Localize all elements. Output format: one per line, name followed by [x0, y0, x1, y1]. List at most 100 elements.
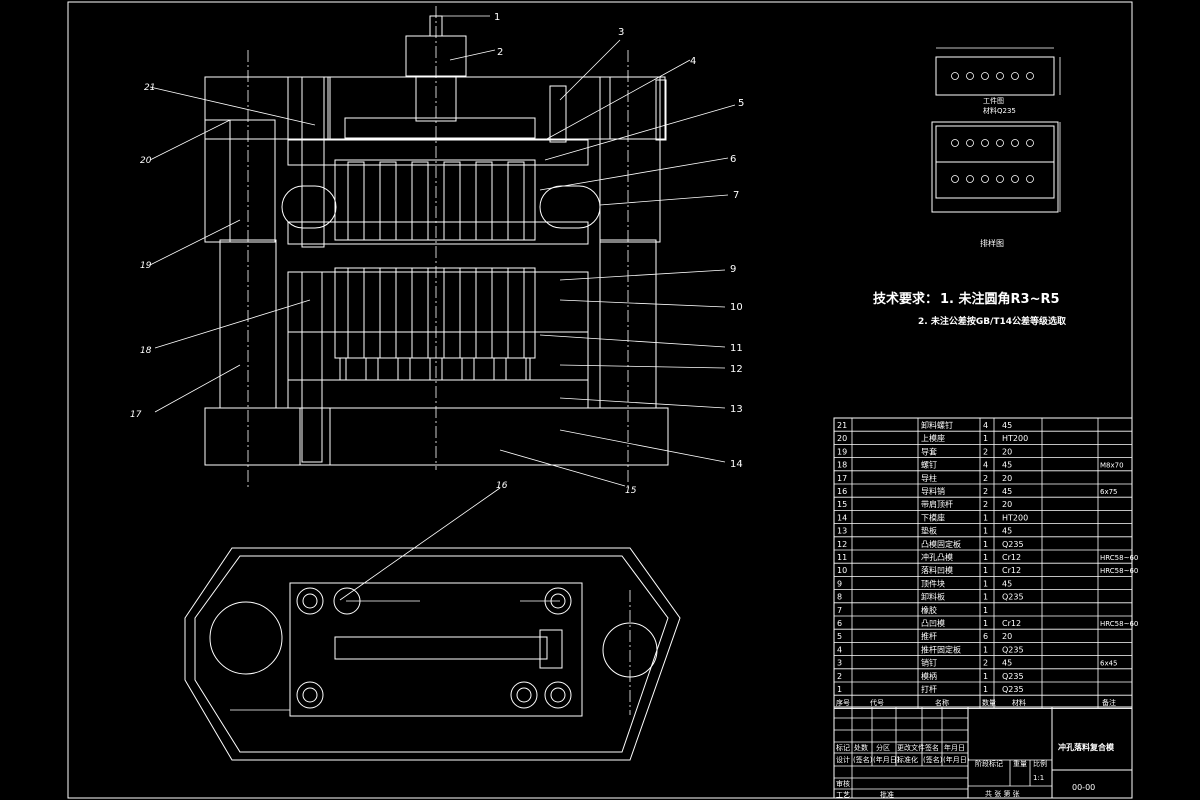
- workpiece-drawing: [935, 47, 1061, 96]
- workpiece-hole: [996, 72, 1004, 80]
- lower-die-base: [204, 407, 669, 466]
- drawing-name: 冲孔落料复合模: [1058, 742, 1115, 752]
- punch-die: [334, 159, 536, 241]
- strip-hole: [1026, 139, 1034, 147]
- workpiece-hole: [1026, 72, 1034, 80]
- bom-cell: 推杆固定板: [921, 644, 961, 654]
- svg-text:处数: 处数: [854, 743, 868, 752]
- bom-header: 备注: [1102, 698, 1116, 707]
- bom-cell: 21: [837, 421, 847, 430]
- bom-header: 名称: [935, 698, 949, 707]
- backing-plate: [287, 379, 589, 409]
- punch-lower-2: [379, 267, 397, 359]
- bom-cell: Cr12: [1002, 566, 1021, 575]
- bom-cell: 垫板: [921, 526, 937, 536]
- strip-hole: [951, 175, 959, 183]
- bom-cell: 8: [837, 593, 842, 602]
- punch-1: [347, 161, 365, 241]
- bom-cell: 6: [837, 619, 842, 628]
- punch-head-4: [441, 357, 463, 381]
- bom-cell: 1: [983, 513, 988, 522]
- bom-cell: 10: [837, 566, 847, 575]
- punch-holder-plate: [287, 139, 589, 166]
- bom-cell: 带肩顶杆: [921, 499, 953, 509]
- bom-cell: Q235: [1002, 685, 1024, 694]
- bom-cell: 冲孔凸模: [921, 552, 953, 562]
- bom-cell: Q235: [1002, 645, 1024, 654]
- section-view: [204, 6, 669, 490]
- bom-cell: 2: [983, 447, 988, 456]
- bom-cell: 1: [983, 566, 988, 575]
- bom-cell: M8x70: [1100, 462, 1124, 470]
- bom-cell: 5: [837, 632, 842, 641]
- bom-cell: 打杆: [921, 684, 937, 694]
- bom-cell: Q235: [1002, 593, 1024, 602]
- svg-text:标准化: 标准化: [897, 755, 918, 764]
- callout-9: 9: [730, 264, 736, 275]
- bom-cell: 2: [983, 500, 988, 509]
- tech-line-1: 1. 未注圆角R3~R5: [940, 291, 1060, 307]
- plan-view: [184, 547, 681, 761]
- bom-cell: 6x75: [1100, 488, 1118, 496]
- punch-3: [411, 161, 429, 241]
- bom-cell: 9: [837, 579, 842, 588]
- bom-cell: 2: [983, 474, 988, 483]
- bom-cell: 模柄: [921, 671, 937, 681]
- bom-cell: 4: [983, 421, 988, 430]
- bom-cell: 下模座: [921, 512, 945, 522]
- bom-cell: 推杆: [921, 631, 937, 641]
- svg-text:标记: 标记: [836, 743, 850, 752]
- bom-cell: 17: [837, 474, 847, 483]
- bom-cell: Cr12: [1002, 553, 1021, 562]
- bom-cell: 45: [1002, 487, 1012, 496]
- svg-text:比例: 比例: [1033, 759, 1047, 768]
- strip-hole: [996, 175, 1004, 183]
- bom-cell: Cr12: [1002, 619, 1021, 628]
- bom-cell: 1: [983, 540, 988, 549]
- bom-cell: 卸料螺钉: [921, 420, 953, 430]
- punch-retainer: [287, 331, 589, 381]
- callout-13: 13: [730, 404, 743, 415]
- bom-cell: 上模座: [921, 433, 945, 443]
- svg-text:签名: 签名: [925, 743, 939, 752]
- svg-text:设计: 设计: [836, 755, 850, 764]
- bom-cell: 1: [983, 593, 988, 602]
- dowel-pin: [549, 85, 567, 143]
- drawing-number: 00-00: [1072, 783, 1095, 792]
- bom-cell: 14: [837, 513, 847, 522]
- bom-cell: 1: [983, 685, 988, 694]
- callout-21: 21: [144, 83, 155, 93]
- callout-11: 11: [730, 343, 743, 354]
- bom-cell: 导料销: [921, 486, 945, 496]
- bom-cell: HRC58~60: [1100, 554, 1138, 562]
- drawing-border: [67, 1, 1133, 799]
- title-block: [833, 706, 1133, 799]
- bom-cell: 销钉: [921, 658, 937, 668]
- bom-cell: 凸模固定板: [921, 539, 961, 549]
- bom-cell: 导套: [921, 446, 937, 456]
- punch-lower-6: [507, 267, 525, 359]
- bom-cell: 18: [837, 461, 847, 470]
- bom-cell: HRC58~60: [1100, 567, 1138, 575]
- bom-cell: 橡胶: [921, 605, 937, 615]
- bom-cell: 卸料板: [921, 592, 945, 602]
- punch-lower-5: [475, 267, 493, 359]
- bom-cell: 顶件块: [921, 578, 945, 588]
- bom-cell: 导柱: [921, 473, 937, 483]
- callout-14: 14: [730, 459, 743, 470]
- bom-cell: 1: [983, 579, 988, 588]
- bom-cell: 2: [837, 672, 842, 681]
- punch-head-3: [409, 357, 431, 381]
- bom-cell: 11: [837, 553, 847, 562]
- punch-head-6: [505, 357, 527, 381]
- workpiece-hole: [1011, 72, 1019, 80]
- callout-15: 15: [625, 486, 637, 496]
- strip-hole: [1011, 175, 1019, 183]
- rubber-left: [281, 185, 337, 229]
- bom-cell: 16: [837, 487, 847, 496]
- bom-cell: 20: [837, 434, 847, 443]
- bom-header: 代号: [870, 698, 884, 707]
